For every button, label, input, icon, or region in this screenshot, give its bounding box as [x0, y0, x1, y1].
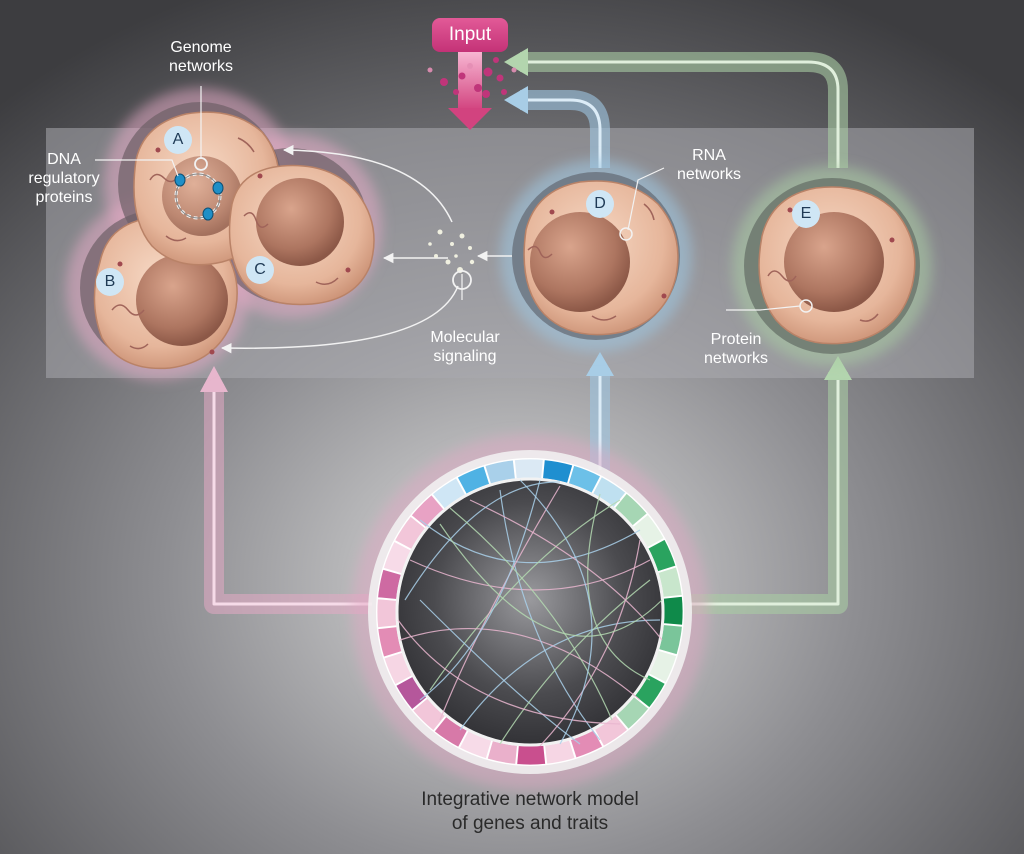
- cell-b-letter: B: [96, 268, 124, 296]
- dna-regulatory-line-1: DNA: [47, 151, 81, 168]
- leader-lines: [95, 86, 801, 311]
- pink-pathway-core: [212, 384, 372, 606]
- model-caption-line-1: Integrative network model: [421, 789, 639, 810]
- cell-a-letter: A: [164, 126, 192, 154]
- signaling-arrows: [220, 144, 512, 354]
- cell-d-letter: D: [586, 190, 614, 218]
- genome-networks-line-2: networks: [168, 58, 234, 75]
- cell-e: [732, 166, 932, 366]
- green-arrowhead-lower: [824, 356, 852, 380]
- rna-networks-label: RNA networks: [664, 146, 754, 184]
- cell-c-letter: C: [246, 256, 274, 284]
- input-arrow-icon: [448, 52, 492, 130]
- ring-segment: [662, 595, 684, 626]
- cell-e-letter: E: [792, 200, 820, 228]
- genome-networks-label: Genome networks: [154, 38, 248, 76]
- green-arrowhead-upper: [504, 48, 528, 76]
- genome-networks-line-1: Genome: [170, 39, 232, 56]
- protein-networks-line-2: networks: [703, 350, 769, 367]
- input-particles: [427, 57, 517, 98]
- blue-pathway-upper-core: [520, 98, 602, 168]
- dna-regulatory-line-2: regulatory: [28, 170, 100, 187]
- model-caption-line-2: of genes and traits: [451, 813, 609, 834]
- cell-cluster: [66, 88, 382, 380]
- protein-networks-label: Protein networks: [690, 330, 782, 368]
- protein-networks-line-1: Protein: [710, 331, 762, 348]
- molecular-signaling-label: Molecular signaling: [412, 328, 518, 366]
- molecular-signaling-line-1: Molecular: [430, 329, 500, 346]
- rna-networks-line-1: RNA: [692, 147, 726, 164]
- cell-d: [500, 160, 692, 352]
- dna-regulatory-line-3: proteins: [35, 189, 93, 206]
- rna-networks-line-2: networks: [676, 166, 742, 183]
- model-caption: Integrative network model of genes and t…: [360, 788, 700, 836]
- blue-arrowhead-upper: [504, 86, 528, 114]
- circos-ring-icon: [352, 434, 708, 790]
- rna-marker-icon: [619, 227, 633, 241]
- input-label: Input: [432, 18, 508, 52]
- blue-arrowhead-lower: [586, 352, 614, 376]
- ring-segment: [513, 458, 544, 480]
- molecule-dots-icon: [428, 229, 475, 273]
- genome-ring-icon: [174, 172, 224, 221]
- green-pathway-upper-core: [520, 60, 840, 168]
- molecular-signaling-line-2: signaling: [433, 348, 497, 365]
- ring-segment: [376, 598, 398, 629]
- pathways: [200, 48, 852, 614]
- dna-regulatory-proteins-label: DNA regulatory proteins: [14, 150, 114, 207]
- network-links: [397, 479, 663, 747]
- green-pathway-lower-core: [690, 372, 840, 606]
- pink-arrowhead: [200, 366, 228, 392]
- ring-segment: [516, 744, 547, 766]
